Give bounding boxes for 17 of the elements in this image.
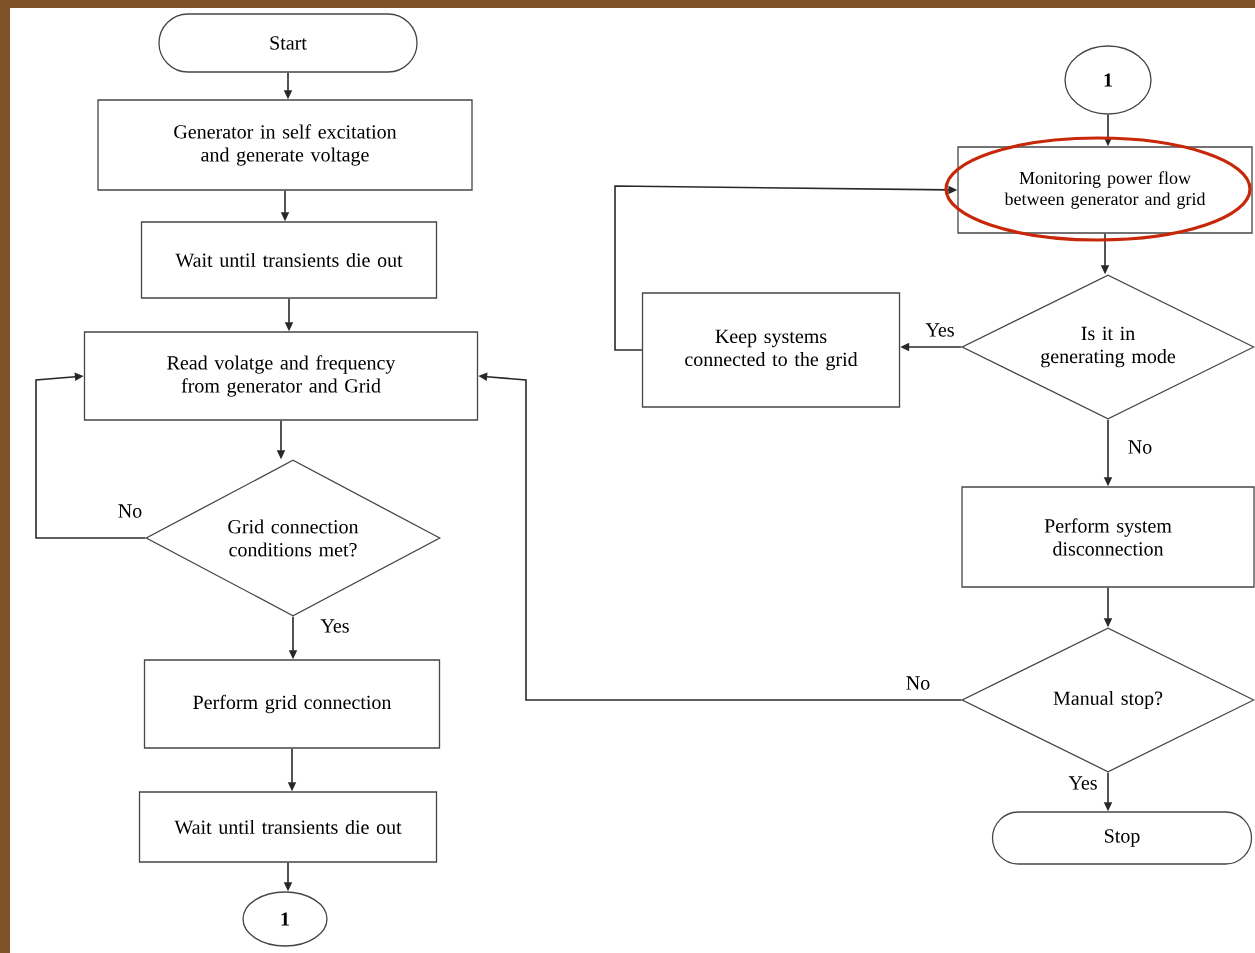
process-box: Wait until transients die out xyxy=(138,791,438,863)
edge-label: No xyxy=(904,675,932,691)
process-box: Monitoring power flow between generator and grid xyxy=(957,146,1253,234)
terminal-box: Start xyxy=(158,13,418,73)
arrow xyxy=(35,372,147,539)
edge-label: Yes xyxy=(1067,775,1099,791)
edge-label: No xyxy=(1126,439,1154,455)
edge-label: Yes xyxy=(924,322,956,338)
process-box: Perform grid connection xyxy=(143,659,441,749)
terminal-box: Stop xyxy=(991,811,1253,865)
edge-label: Yes xyxy=(319,618,351,634)
process-box: Keep systems connected to the grid xyxy=(641,292,901,408)
process-box: Perform system disconnection xyxy=(961,486,1255,588)
process-box: Read volatge and frequency from generator and Grid xyxy=(83,331,479,421)
process-box: Generator in self excitation and generate voltage xyxy=(97,99,473,191)
edge-label: No xyxy=(116,503,144,519)
process-box: Wait until transients die out xyxy=(140,221,438,299)
